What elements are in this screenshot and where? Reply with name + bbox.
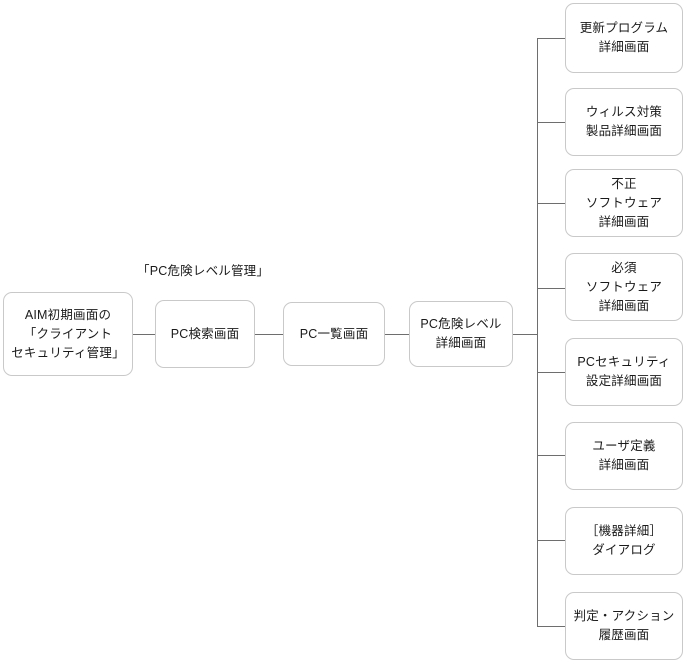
node-pc-search[interactable]: PC検索画面 <box>155 300 255 368</box>
node-antivirus-product-detail[interactable]: ウィルス対策 製品詳細画面 <box>565 88 683 156</box>
edge-spine-to-judgement-action-history <box>537 626 565 627</box>
edge-spine-to-antivirus-product-detail <box>537 122 565 123</box>
edge-pc-list-to-pc-risk-detail <box>385 334 409 335</box>
edge-spine-to-required-software-detail <box>537 288 565 289</box>
node-unauthorized-software-detail[interactable]: 不正 ソフトウェア 詳細画面 <box>565 169 683 237</box>
node-pc-list[interactable]: PC一覧画面 <box>283 302 385 366</box>
node-pc-security-setting-detail[interactable]: PCセキュリティ 設定詳細画面 <box>565 338 683 406</box>
edge-pc-search-to-pc-list <box>255 334 283 335</box>
group-label-pc-risk-management: 「PC危険レベル管理」 <box>137 264 270 278</box>
node-pc-risk-detail[interactable]: PC危険レベル 詳細画面 <box>409 301 513 367</box>
edge-aim-home-to-pc-search <box>133 334 155 335</box>
node-required-software-detail[interactable]: 必須 ソフトウェア 詳細画面 <box>565 253 683 321</box>
edge-spine-to-user-defined-detail <box>537 455 565 456</box>
node-aim-home[interactable]: AIM初期画面の 「クライアント セキュリティ管理」 <box>3 292 133 376</box>
edge-spine-to-unauthorized-software-detail <box>537 203 565 204</box>
edge-spine-to-update-program-detail <box>537 38 565 39</box>
node-user-defined-detail[interactable]: ユーザ定義 詳細画面 <box>565 422 683 490</box>
edge-pc-risk-detail-to-spine <box>513 334 538 335</box>
edge-spine-to-device-detail-dialog <box>537 540 565 541</box>
node-update-program-detail[interactable]: 更新プログラム 詳細画面 <box>565 3 683 73</box>
node-judgement-action-history[interactable]: 判定・アクション 履歴画面 <box>565 592 683 660</box>
edge-branch-spine <box>537 38 538 627</box>
edge-spine-to-pc-security-setting-detail <box>537 372 565 373</box>
node-device-detail-dialog[interactable]: ［機器詳細］ ダイアログ <box>565 507 683 575</box>
